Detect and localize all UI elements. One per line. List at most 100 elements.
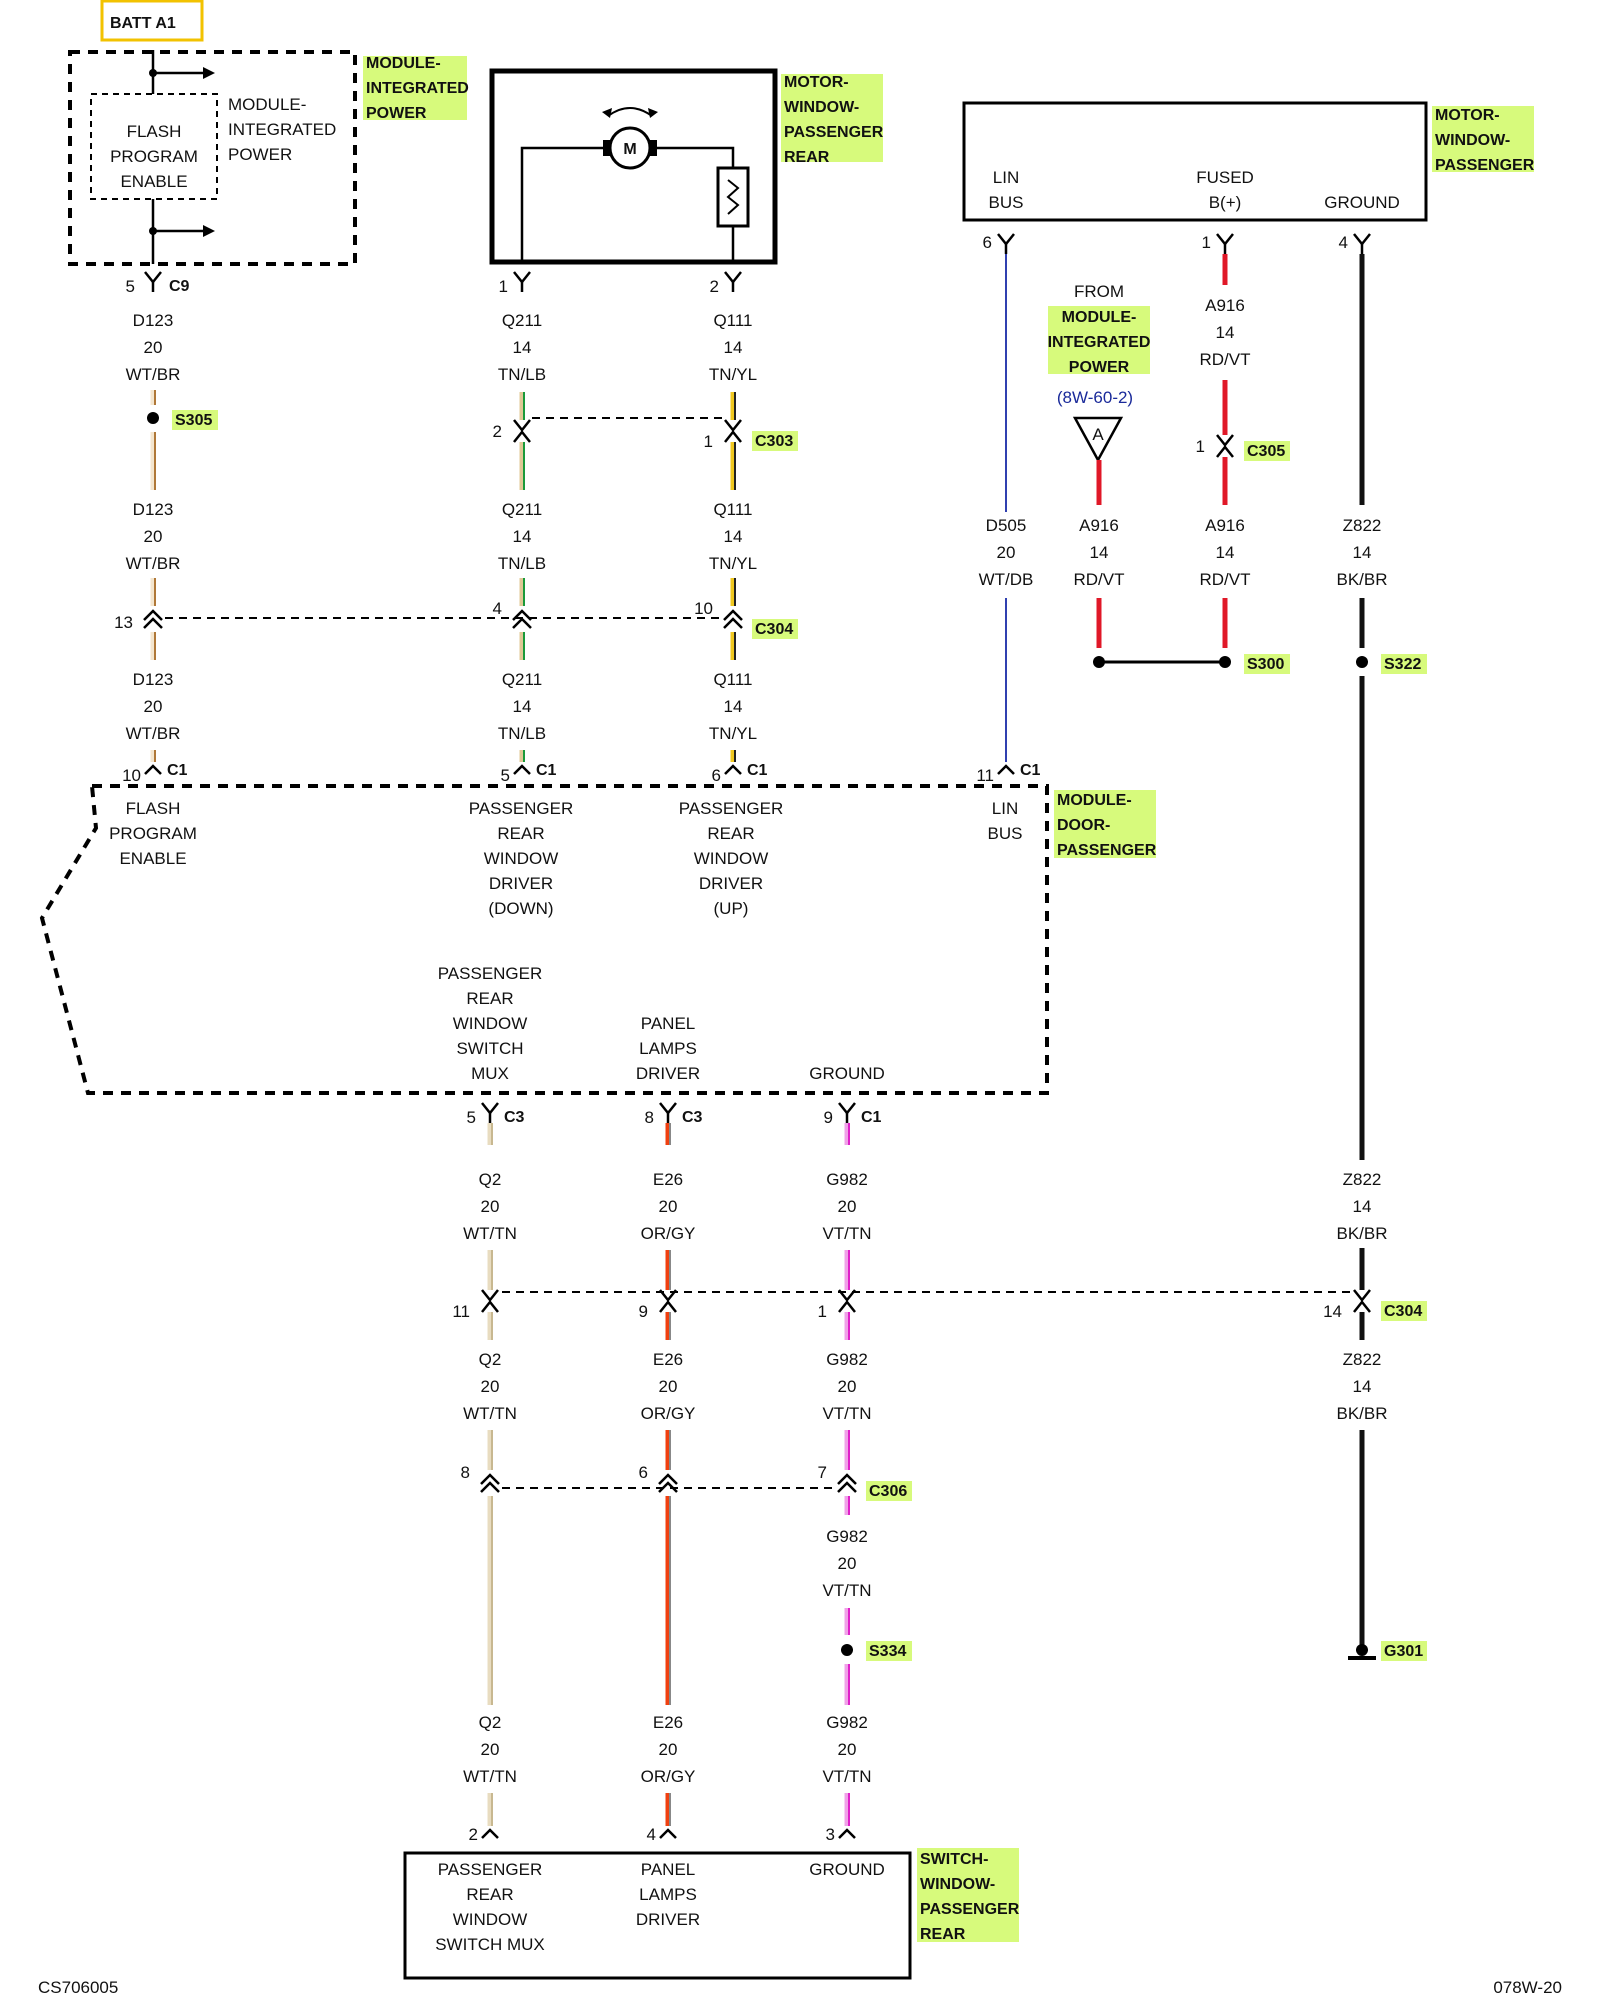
- q2-label-d-gauge: 20: [481, 1740, 500, 1759]
- q111-label-a-color: TN/YL: [709, 365, 757, 384]
- mwpr-label-1: MOTOR-: [784, 74, 849, 91]
- g982-c306-symbol-b: [837, 1481, 857, 1493]
- mip-internal-box: [68, 50, 357, 266]
- sw-panel-3: DRIVER: [636, 1910, 700, 1929]
- page-ref-link[interactable]: (8W-60-2): [1057, 388, 1133, 407]
- mdp-lin-2: BUS: [988, 824, 1023, 843]
- d123-label-b-color: WT/BR: [126, 554, 181, 573]
- c305-symbol-bottom: [1216, 444, 1234, 458]
- highlight: [1244, 441, 1290, 461]
- e26-label-a-gauge: 20: [659, 1197, 678, 1216]
- q211-label-a-gauge: 14: [513, 338, 532, 357]
- swpr-label-1: SWITCH-: [920, 1851, 988, 1868]
- motor-brush-right: [649, 140, 657, 156]
- motor-brush-left: [603, 140, 611, 156]
- mdp-panel-1: PANEL: [641, 1014, 696, 1033]
- mdp-ground: GROUND: [809, 1064, 885, 1083]
- e26-mdp-conn-label: C3: [682, 1109, 703, 1126]
- g982-label-c-circuit: G982: [826, 1527, 868, 1546]
- pin-q2-c304: 11: [452, 1302, 470, 1321]
- q2-label-a-circuit: Q2: [479, 1170, 502, 1189]
- c303-q111-symbol-top: [724, 419, 742, 433]
- q111-label-b-color: TN/YL: [709, 554, 757, 573]
- s305-splice-dot: [147, 412, 159, 424]
- highlight: [1432, 106, 1534, 172]
- mwp-fused-1: FUSED: [1196, 168, 1254, 187]
- a916-mwp-connector: [1216, 233, 1234, 247]
- c304-q211-symbol-a: [512, 609, 532, 621]
- a916-label-a-gauge: 14: [1216, 323, 1235, 342]
- c303-q211-symbol-bottom: [513, 429, 531, 443]
- q2-label-a-color: WT/TN: [463, 1224, 517, 1243]
- highlight: [752, 619, 798, 639]
- mip-internal-line-3: POWER: [228, 145, 292, 164]
- q211-label-a-color: TN/LB: [498, 365, 546, 384]
- pin-q111-c1: 6: [712, 766, 721, 785]
- q211-label-a-circuit: Q211: [502, 311, 542, 330]
- q211-label-c-color: TN/LB: [498, 724, 546, 743]
- highlight: [172, 410, 218, 430]
- e26-mdp-connector: [659, 1102, 677, 1116]
- z822-label-a-gauge: 14: [1353, 543, 1372, 562]
- sw-panel-2: LAMPS: [639, 1885, 697, 1904]
- c303-q211-symbol-top: [513, 419, 531, 433]
- c305-symbol-top: [1216, 434, 1234, 448]
- mdp-pin-labels: FLASH PROGRAM ENABLE PASSENGER REAR WIND…: [109, 799, 1022, 1083]
- rotation-arrowhead-left: [602, 108, 612, 118]
- q211-motor-connector: [513, 271, 531, 285]
- q2-label-b-circuit: Q2: [479, 1350, 502, 1369]
- c1-label-q211: C1: [536, 762, 557, 779]
- pin-q2-c306: 8: [461, 1463, 470, 1482]
- d123-label-c-circuit: D123: [133, 670, 174, 689]
- q111-motor-connector: [724, 271, 742, 285]
- pin-q2-mdp: 5: [467, 1108, 476, 1127]
- e26-label-d-gauge: 20: [659, 1740, 678, 1759]
- d123-label-a-color: WT/BR: [126, 365, 181, 384]
- highlight: [752, 431, 798, 451]
- mdp-down-2: REAR: [497, 824, 544, 843]
- mdp-up-2: REAR: [707, 824, 754, 843]
- highlight: [781, 74, 883, 162]
- c304-d123-symbol-b: [143, 617, 163, 629]
- g982-label-a-color: VT/TN: [822, 1224, 871, 1243]
- s305-label: S305: [175, 412, 212, 429]
- footer-right: 078W-20: [1493, 1978, 1562, 1997]
- mdp-flash-2: PROGRAM: [109, 824, 197, 843]
- circuit-breaker-icon: [716, 166, 750, 228]
- mdp-mux-4: SWITCH: [456, 1039, 523, 1058]
- mdp-panel-2: LAMPS: [639, 1039, 697, 1058]
- rotation-arrow-icon: [607, 107, 653, 117]
- e26-c306-symbol-b: [658, 1481, 678, 1493]
- rotation-arrowhead-right: [648, 108, 658, 118]
- mwp-fused-2: B(+): [1209, 193, 1242, 212]
- c304-d123-symbol-a: [143, 609, 163, 621]
- s322-dot: [1356, 656, 1368, 668]
- c1-label-d123: C1: [167, 762, 188, 779]
- c1-label-d505: C1: [1020, 762, 1041, 779]
- g982-c306-symbol-a: [837, 1473, 857, 1485]
- z822-label-a-circuit: Z822: [1343, 516, 1382, 535]
- g301-ground-dot: [1356, 1644, 1368, 1656]
- connector-symbol-layer: [143, 233, 1376, 1839]
- g982-c304-symbol-top: [838, 1289, 856, 1303]
- from-module-1: MODULE-: [1062, 309, 1137, 326]
- d505-label-circuit: D505: [986, 516, 1027, 535]
- c303-q111-symbol-bottom: [724, 429, 742, 443]
- pin-q111-motor: 2: [710, 277, 719, 296]
- g982-label-b-circuit: G982: [826, 1350, 868, 1369]
- s334-label: S334: [869, 1643, 906, 1660]
- c305-label: C305: [1247, 443, 1285, 460]
- mdp-mux-1: PASSENGER: [438, 964, 543, 983]
- pin-e26-c306: 6: [639, 1463, 648, 1482]
- mdp-label-2: DOOR-: [1057, 817, 1110, 834]
- c1-q211-symbol: [513, 764, 531, 775]
- c304-z822-symbol-bottom: [1353, 1299, 1371, 1313]
- e26-sw-connector: [659, 1828, 677, 1839]
- mwpr-label-2: WINDOW-: [784, 99, 859, 116]
- mdp-mux-2: REAR: [466, 989, 513, 1008]
- pin-q111-c303: 1: [704, 432, 713, 451]
- mwpr-label-4: REAR: [784, 149, 830, 166]
- c9-label: C9: [169, 278, 190, 295]
- s300-label: S300: [1247, 656, 1284, 673]
- z822-label-b-circuit: Z822: [1343, 1170, 1382, 1189]
